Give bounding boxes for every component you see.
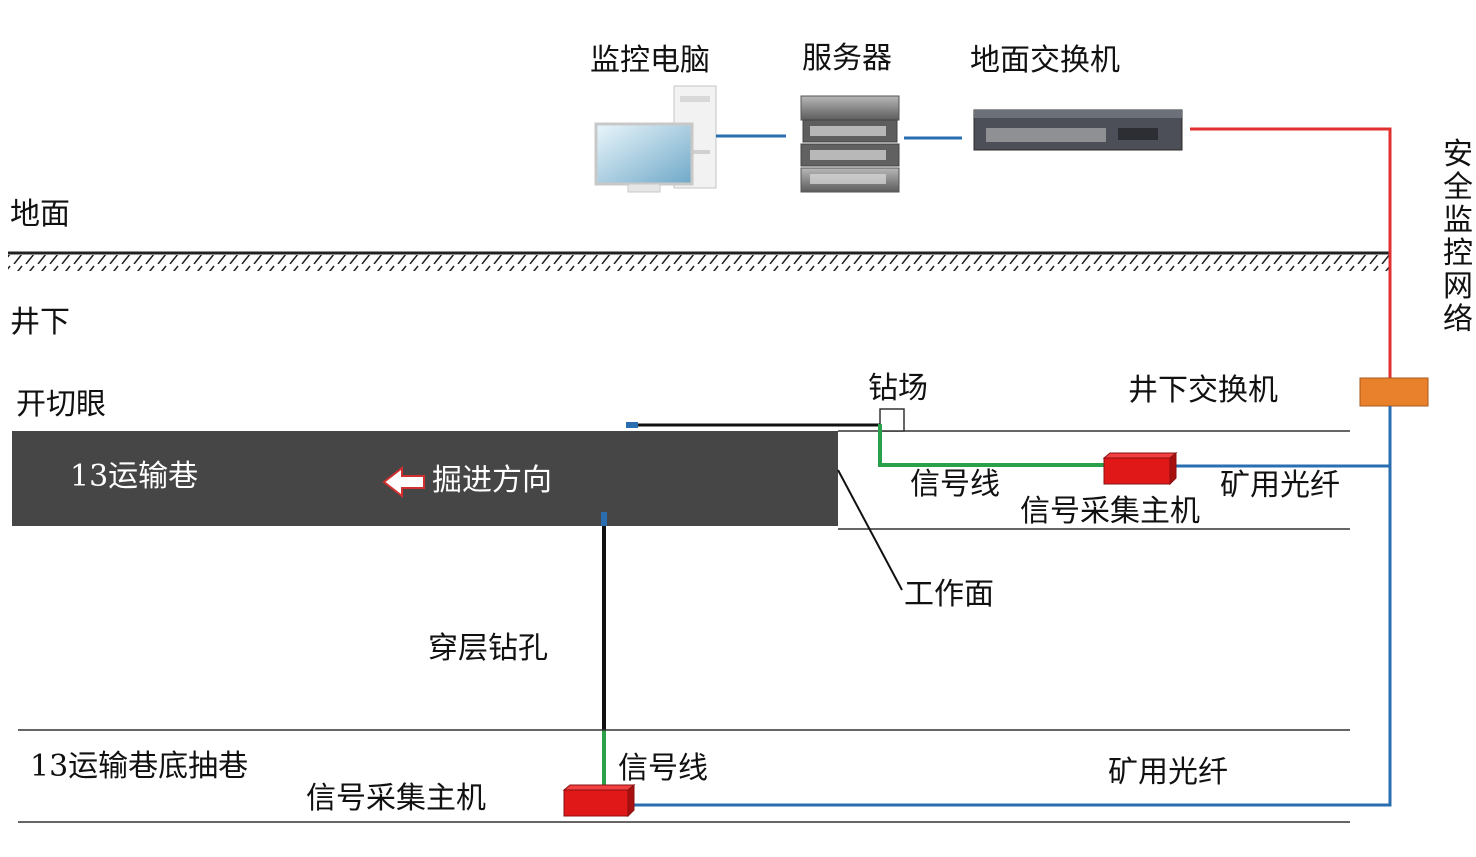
- cut-eye-label: 开切眼: [16, 387, 106, 422]
- safety-network-cable: [1190, 127, 1392, 378]
- signal-line-top-label: 信号线: [910, 467, 1000, 502]
- direction-label: 掘进方向: [432, 463, 552, 498]
- collector-bottom-label: 信号采集主机: [306, 781, 486, 816]
- work-face-label: 工作面: [904, 577, 994, 612]
- collector-top-label: 信号采集主机: [1020, 494, 1200, 529]
- underground-label: 井下: [10, 305, 70, 340]
- server-label: 服务器: [802, 41, 892, 76]
- work-face-pointer: [837, 469, 903, 591]
- signal-line-bottom-label: 信号线: [618, 751, 708, 786]
- mine-fiber-top-label: 矿用光纤: [1220, 468, 1340, 503]
- arrow-left-icon: [382, 465, 425, 499]
- mine-fiber-bottom-label: 矿用光纤: [1108, 755, 1228, 790]
- mine-fiber-trunk: [632, 406, 1392, 807]
- underground-switch-box: [1359, 377, 1429, 407]
- safety-network-label: 安全监控网络: [1443, 137, 1473, 337]
- network-switch-icon: [973, 109, 1183, 151]
- bottom-tunnel-label: 13运输巷底抽巷: [30, 749, 249, 784]
- ground-hatching: [8, 255, 1390, 271]
- drill-site-box: [879, 408, 905, 432]
- server-icon: [800, 95, 900, 193]
- underground-switch-label: 井下交换机: [1128, 373, 1278, 408]
- ground-label: 地面: [10, 197, 70, 232]
- cross-hole-label: 穿层钻孔: [428, 631, 548, 666]
- monitor-pc-label: 监控电脑: [590, 43, 710, 78]
- borehole-end-marker: [626, 422, 638, 428]
- signal-line-top: [878, 424, 1104, 467]
- collector-top-box: [1102, 451, 1178, 486]
- cross-hole-top-marker: [601, 512, 607, 526]
- collector-bottom-box: [562, 783, 636, 818]
- drill-site-label: 钻场: [868, 371, 928, 406]
- tunnel-name-label: 13运输巷: [70, 459, 199, 494]
- computer-icon: [594, 85, 717, 193]
- ground-switch-label: 地面交换机: [970, 43, 1120, 78]
